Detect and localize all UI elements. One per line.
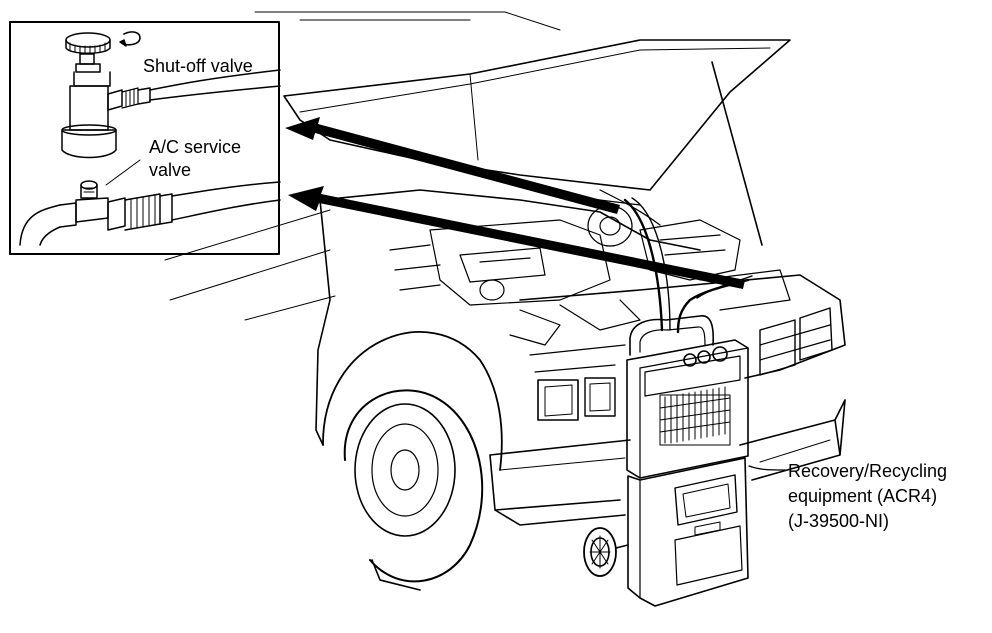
service-valve-leader [105,159,141,186]
shutoff-knob [65,32,111,73]
upper-arrow [285,117,620,214]
equipment-label-line3: (J-39500-NI) [788,511,890,531]
gauge-right [712,346,728,362]
cart-vent-grille [659,386,731,446]
rotate-arrow-icon [123,31,141,46]
gauge-mid [697,350,711,364]
wheel-arch [322,331,503,471]
equipment-label-line1: Recovery/Recycling [788,461,948,481]
recovery-cart [583,315,786,607]
shutoff-valve-label: Shut-off valve [143,56,253,76]
service-valve-label-line1: A/C service [149,137,242,157]
gauge-left [683,353,697,367]
equipment-label-line2: equipment (ACR4) [788,486,938,506]
shutoff-valve-body [61,69,281,159]
lower-arrow [288,186,745,289]
grille [519,274,846,421]
truck-body [164,11,846,591]
equipment-leader [748,465,786,471]
cart-wheel [583,527,629,577]
open-hood [283,39,791,191]
front-bumper [489,399,846,526]
engine-bay [389,189,791,346]
front-tire [343,389,484,591]
inset-detail [9,21,281,255]
hood-prop-rod [711,61,763,246]
service-valve-label-line2: valve [149,160,192,180]
cart-lower-window [674,474,738,526]
callout-arrows [285,117,745,289]
ac-service-valve [19,180,281,246]
cart-handle [629,315,715,356]
